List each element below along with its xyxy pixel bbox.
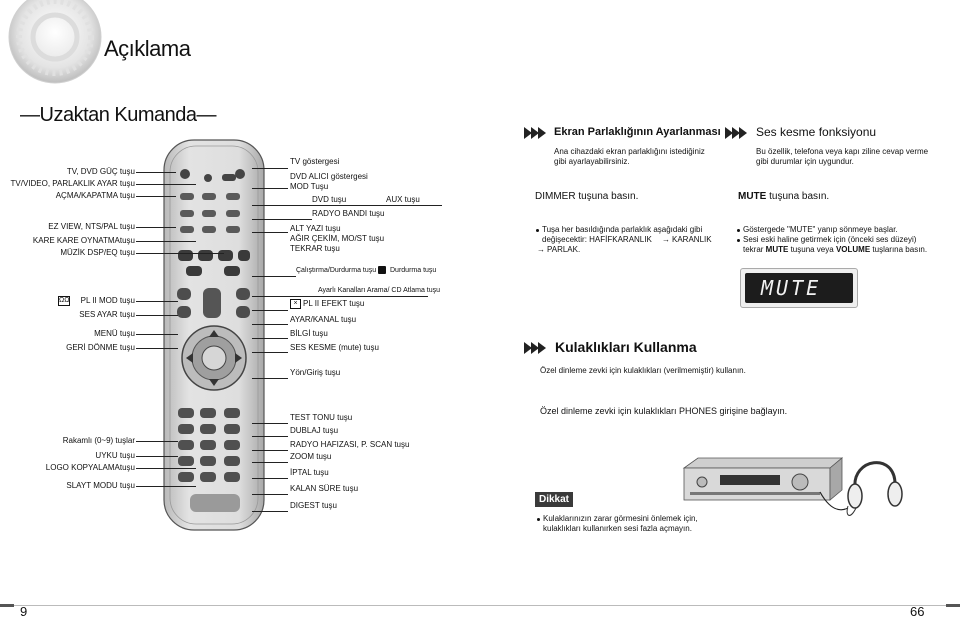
- callout-pl2-effect: PL II EFEKT tuşu: [303, 299, 365, 308]
- dimmer-arrow-1: →: [662, 235, 670, 244]
- mute-display-text: MUTE: [761, 276, 822, 300]
- callout-return: GERİ DÖNME tuşu: [66, 343, 135, 352]
- mute-bullet-1: Göstergede "MUTE" yanıp sönmeye başlar.: [743, 225, 898, 234]
- dimmer-bullet-1b: değişecektir: HAFİFKARANLIK: [542, 235, 652, 244]
- callout-tuner-band: RADYO BANDI tuşu: [312, 209, 385, 218]
- dimmer-bullet-1c: KARANLIK: [672, 235, 712, 244]
- dolby-pl2-icon: ΩΩ: [58, 296, 70, 306]
- callout-tv-video-dimmer: TV/VIDEO, PARLAKLIK AYAR tuşu: [10, 179, 136, 188]
- header-swirl-logo: [8, 0, 102, 84]
- dimmer-desc-2: gibi ayarlayabilirsiniz.: [554, 157, 630, 166]
- callout-zoom: ZOOM tuşu: [290, 452, 332, 461]
- dimmer-heading: Ekran Parlaklığının Ayarlanması: [554, 126, 721, 138]
- callout-tuning-channel: AYAR/KANAL tuşu: [290, 315, 357, 324]
- callout-menu: MENÜ tuşu: [94, 329, 135, 338]
- remote-control-illustration: [163, 139, 265, 531]
- callout-tv-indicator: TV göstergesi: [290, 157, 340, 166]
- mute-bullet-2: Sesi eski haline getirmek için (önceki s…: [743, 235, 917, 244]
- page-number-right: 66: [910, 604, 925, 619]
- callout-slow: AĞIR ÇEKİM, MO/ST tuşu: [290, 234, 385, 243]
- dimmer-bullet-1: Tuşa her basıldığında parlaklık aşağıdak…: [542, 225, 703, 234]
- mute-desc-2: gibi durumlar için uygundur.: [756, 157, 854, 166]
- headphone-heading: Kulaklıkları Kullanma: [555, 339, 697, 355]
- callout-mute: SES KESME (mute) tuşu: [290, 343, 379, 352]
- caution-text-2: kulaklıkları kullanırken sesi fazla açma…: [543, 524, 692, 533]
- callout-test-tone: TEST TONU tuşu: [290, 413, 353, 422]
- callout-tv-dvd-power: TV, DVD GÜÇ tuşu: [66, 167, 135, 176]
- callout-dvd: DVD tuşu: [312, 195, 347, 204]
- callout-play-pause: Çalıştırma/Durdurma tuşu: [296, 267, 377, 274]
- callout-dvd-receiver-indicator: DVD ALICI göstergesi: [290, 172, 368, 181]
- callout-pl2-mode: PL II MOD tuşu: [80, 296, 135, 305]
- callout-repeat: TEKRAR tuşu: [290, 244, 340, 253]
- caution-text-1: Kulaklarınızın zarar görmesini önlemek i…: [543, 514, 698, 523]
- callout-direction-enter: Yön/Giriş tuşu: [290, 368, 341, 377]
- mute-desc-1: Bu özellik, telefona veya kapı ziline ce…: [756, 147, 929, 156]
- footer-rule: [0, 605, 960, 606]
- callout-sleep: UYKU tuşu: [95, 451, 135, 460]
- callout-slide-mode: SLAYT MODU tuşu: [66, 481, 135, 490]
- headphone-desc-2: Özel dinleme zevki için kulaklıkları PHO…: [540, 406, 788, 416]
- callout-mode: MOD Tuşu: [290, 182, 329, 191]
- section-arrows-icon: [725, 124, 755, 142]
- section-title-remote: —Uzaktan Kumanda—: [20, 104, 217, 126]
- section-arrows-icon: [524, 339, 554, 357]
- page-number-left: 9: [20, 604, 28, 619]
- callout-step: KARE KARE OYNATMAtuşu: [32, 236, 135, 245]
- mute-display-panel: MUTE: [740, 268, 858, 308]
- caution-label: Dikkat: [535, 492, 573, 507]
- dimmer-bullet-1d: PARLAK.: [547, 245, 581, 254]
- callout-subtitle: ALT YAZI tuşu: [290, 224, 341, 233]
- dimmer-arrow-2: →: [537, 245, 545, 254]
- stop-square-icon: [378, 266, 386, 274]
- callout-dubbing: DUBLAJ tuşu: [290, 426, 339, 435]
- callout-cancel: İPTAL tuşu: [290, 468, 329, 477]
- callout-aux: AUX tuşu: [386, 195, 420, 204]
- callout-logo-copy: LOGO KOPYALAMAtuşu: [45, 463, 135, 472]
- mute-heading: Ses kesme fonksiyonu: [756, 125, 877, 139]
- pl2-effect-icon: ×: [290, 299, 301, 309]
- dimmer-desc-1: Ana cihazdaki ekran parlaklığını istediğ…: [554, 147, 705, 156]
- callout-tuner-memory: RADYO HAFIZASI, P. SCAN tuşu: [290, 440, 410, 449]
- callout-ez-view: EZ VIEW, NTS/PAL tuşu: [48, 222, 135, 231]
- callout-open-close: AÇMA/KAPATMA tuşu: [55, 191, 135, 200]
- footer-tab-left: [0, 604, 14, 607]
- page-title: Açıklama: [104, 36, 191, 61]
- dimmer-instruction: DIMMER tuşuna basın.: [535, 191, 639, 202]
- callout-digest: DIGEST tuşu: [290, 501, 337, 510]
- callout-tuning-skip: Ayarlı Kanalları Arama/ CD Atlama tuşu: [318, 287, 441, 294]
- callout-music-dsp: MÜZİK DSP/EQ tuşu: [60, 248, 135, 257]
- headphone-desc: Özel dinleme zevki için kulaklıkları (ve…: [540, 366, 746, 375]
- callout-info: BİLGİ tuşu: [290, 329, 328, 338]
- callout-stop: Durdurma tuşu: [390, 267, 437, 274]
- callout-remain: KALAN SÜRE tuşu: [290, 484, 359, 493]
- receiver-headphones-illustration: [682, 457, 903, 516]
- callout-sound-edit: SES AYAR tuşu: [79, 310, 135, 319]
- mute-bullet-2b: tekrar MUTE tuşuna veya VOLUME tuşlarına…: [743, 245, 928, 254]
- mute-instruction: MUTE tuşuna basın.: [738, 191, 830, 202]
- section-arrows-icon: [524, 124, 554, 142]
- footer-tab-right: [946, 604, 960, 607]
- callout-number-keys: Rakamlı (0~9) tuşlar: [62, 436, 135, 445]
